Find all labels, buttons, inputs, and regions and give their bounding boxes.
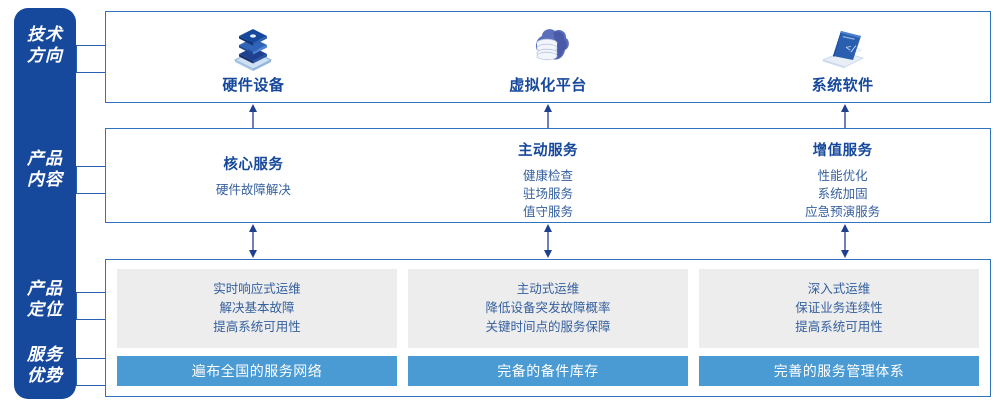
tech-item-system-software[interactable]: </> 系统软件 [695,12,990,102]
positioning-item: 关键时间点的服务保障 [485,320,611,334]
bottom-column-indepth: 深入式运维 保证业务连续性 提高系统可用性 完善的服务管理体系 [699,269,979,386]
content-title-value-added-service: 增值服务 [812,143,873,159]
content-item: 值守服务 [523,205,574,219]
content-item: 硬件故障解决 [215,182,291,197]
arrow-up-system-software [841,104,849,128]
content-item: 系统加固 [817,187,868,201]
tech-item-virtualization[interactable]: 虚拟化平台 [401,12,696,102]
positioning-item: 保证业务连续性 [795,301,883,315]
positioning-advantage-panel: 实时响应式运维 解决基本故障 提高系统可用性 遍布全国的服务网络 主动式运维 降… [105,259,991,397]
content-item: 驻场服务 [523,187,574,201]
arrow-bidirectional-left [249,224,257,258]
arrow-bidirectional-right [841,224,849,258]
content-item: 性能优化 [817,169,868,183]
tech-label-system-software: 系统软件 [811,76,874,94]
positioning-item: 提高系统可用性 [795,320,883,334]
tech-item-hardware[interactable]: 硬件设备 [106,12,401,102]
laptop-code-icon: </> [821,30,864,68]
connector-tech-direction [76,45,107,73]
rail-label-tech-direction: 技术 方向 [27,25,63,65]
positioning-item: 实时响应式运维 [213,282,301,296]
tech-label-hardware: 硬件设备 [222,76,285,94]
rail-label-product-content: 产品 内容 [27,149,63,189]
positioning-item: 主动式运维 [516,282,580,296]
arrow-bidirectional-middle [544,224,552,258]
positioning-box-indepth[interactable]: 深入式运维 保证业务连续性 提高系统可用性 [699,269,979,348]
server-stack-icon [234,28,273,71]
arrow-up-hardware [249,104,257,128]
cloud-database-icon [535,28,569,60]
svg-text:</>: </> [844,43,863,56]
rail-label-product-positioning: 产品 定位 [27,279,63,319]
positioning-item: 解决基本故障 [219,301,295,315]
advantage-banner-management-system[interactable]: 完善的服务管理体系 [699,356,979,386]
advantage-banner-spare-parts[interactable]: 完备的备件库存 [408,356,688,386]
tech-label-virtualization: 虚拟化平台 [509,76,587,94]
content-item: 健康检查 [523,169,574,183]
connector-service-advantage [76,358,107,386]
product-content-panel: 核心服务 硬件故障解决 主动服务 健康检查 驻场服务 值守服务 增值服务 性能优… [105,128,991,223]
left-rail [14,8,76,399]
tech-direction-panel: 硬件设备 虚拟化平台 [105,11,991,103]
content-column-core-service[interactable]: 核心服务 硬件故障解决 [106,129,401,222]
connector-product-content [76,166,107,194]
rail-label-service-advantage: 服务 优势 [27,345,63,385]
content-item: 应急预演服务 [805,205,881,219]
content-column-proactive-service[interactable]: 主动服务 健康检查 驻场服务 值守服务 [401,129,696,222]
content-title-core-service: 核心服务 [223,156,284,173]
bottom-column-proactive: 主动式运维 降低设备突发故障概率 关键时间点的服务保障 完备的备件库存 [408,269,688,386]
arrow-up-virtualization [544,104,552,128]
positioning-item: 提高系统可用性 [213,320,301,334]
positioning-item: 降低设备突发故障概率 [485,301,611,315]
positioning-box-proactive[interactable]: 主动式运维 降低设备突发故障概率 关键时间点的服务保障 [408,269,688,348]
bottom-column-realtime: 实时响应式运维 解决基本故障 提高系统可用性 遍布全国的服务网络 [117,269,397,386]
positioning-item: 深入式运维 [807,282,871,296]
connector-product-positioning [76,292,107,320]
positioning-box-realtime[interactable]: 实时响应式运维 解决基本故障 提高系统可用性 [117,269,397,348]
content-column-value-added-service[interactable]: 增值服务 性能优化 系统加固 应急预演服务 [695,129,990,222]
content-title-proactive-service: 主动服务 [518,143,578,159]
advantage-banner-service-network[interactable]: 遍布全国的服务网络 [117,356,397,386]
